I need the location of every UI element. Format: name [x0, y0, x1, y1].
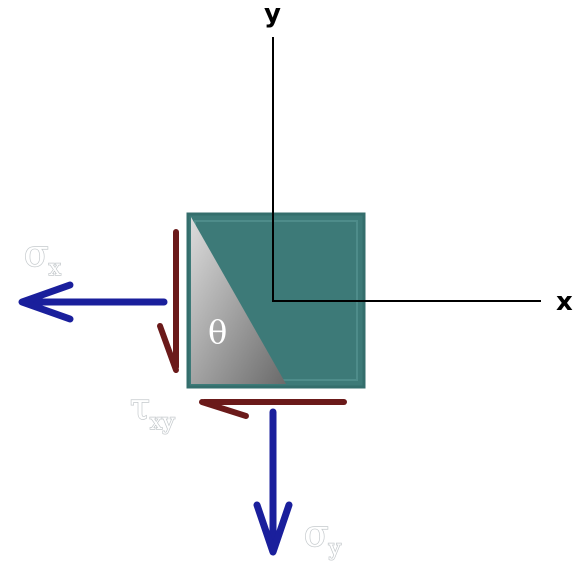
- sigma-y-arrow: [253, 408, 293, 556]
- theta-label: θ: [208, 313, 227, 351]
- sigma-y-label: σy: [304, 514, 342, 561]
- sigma-x-symbol: σ: [24, 234, 49, 275]
- x-axis-label: x: [556, 287, 573, 317]
- tau-xy-label: τxy: [130, 387, 175, 435]
- y-axis-label: y: [264, 0, 281, 29]
- sigma-x-arrow: [18, 281, 168, 323]
- inclined-plane-wedge: [191, 217, 286, 384]
- sigma-y-subscript: y: [328, 536, 342, 561]
- sigma-x-subscript: x: [49, 256, 62, 281]
- tau-left-arrow: [157, 229, 179, 373]
- tau-xy-symbol: τ: [130, 387, 150, 428]
- sigma-y-symbol: σ: [304, 514, 329, 555]
- tau-xy-subscript: xy: [150, 410, 175, 435]
- sigma-x-label: σx: [24, 234, 62, 281]
- tau-bottom-arrow: [199, 399, 347, 419]
